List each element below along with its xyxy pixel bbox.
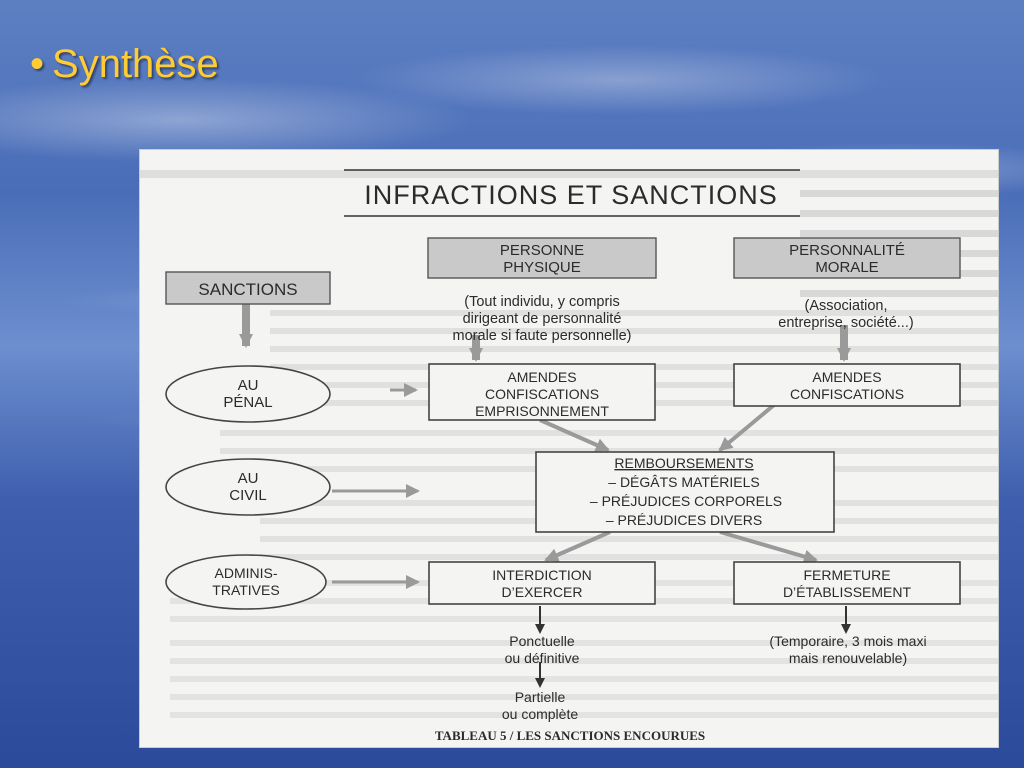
ponctuelle-line2: ou définitive bbox=[505, 650, 580, 666]
personne-physique-line2: PHYSIQUE bbox=[503, 259, 581, 276]
diagram-sheet: INFRACTIONS ET SANCTIONS SANCTIONS PERSO… bbox=[140, 150, 998, 747]
table-caption: TABLEAU 5 / LES SANCTIONS ENCOURUES bbox=[435, 728, 705, 743]
fermeture-line1: FERMETURE bbox=[803, 567, 890, 583]
au-civil-ellipse bbox=[165, 458, 331, 516]
gray-arrows bbox=[239, 304, 851, 589]
au-penal-line1: AU bbox=[238, 377, 259, 394]
partielle-line1: Partielle bbox=[515, 689, 566, 705]
temporaire-line2: mais renouvelable) bbox=[789, 650, 907, 666]
sanctions-label: SANCTIONS bbox=[198, 280, 297, 299]
administratives-line2: TRATIVES bbox=[212, 582, 279, 598]
amendes-physique-line3: EMPRISONNEMENT bbox=[475, 403, 609, 419]
amendes-physique-line1: AMENDES bbox=[507, 369, 576, 385]
partielle-line2: ou complète bbox=[502, 706, 578, 722]
au-civil-line2: CIVIL bbox=[229, 487, 267, 504]
temporaire-line1: (Temporaire, 3 mois maxi bbox=[769, 633, 926, 649]
sanctions-diagram: INFRACTIONS ET SANCTIONS SANCTIONS PERSO… bbox=[140, 169, 998, 743]
interdiction-line2: D’EXERCER bbox=[502, 584, 583, 600]
note-physique-line3: morale si faute personnelle) bbox=[453, 328, 632, 344]
personne-physique-box bbox=[427, 237, 657, 279]
sanctions-box bbox=[165, 271, 331, 305]
interdiction-box bbox=[428, 561, 656, 605]
ponctuelle-line1: Ponctuelle bbox=[509, 633, 575, 649]
note-morale-line2: entreprise, société...) bbox=[778, 315, 913, 331]
fermeture-line2: D’ÉTABLISSEMENT bbox=[783, 584, 912, 600]
personnalite-morale-line2: MORALE bbox=[815, 259, 878, 276]
au-penal-ellipse bbox=[165, 365, 331, 423]
remboursements-box bbox=[535, 451, 835, 533]
fermeture-box bbox=[733, 561, 961, 605]
amendes-morale-box bbox=[733, 363, 961, 407]
au-civil-line1: AU bbox=[238, 470, 259, 487]
bullet-icon: • bbox=[30, 42, 45, 86]
slide-title-text: Synthèse bbox=[52, 42, 219, 86]
administratives-ellipse bbox=[165, 554, 327, 610]
personnalite-morale-box bbox=[733, 237, 961, 279]
note-physique-line2: dirigeant de personnalité bbox=[463, 311, 622, 327]
amendes-morale-line2: CONFISCATIONS bbox=[790, 386, 904, 402]
administratives-line1: ADMINIS- bbox=[215, 565, 278, 581]
au-penal-line2: PÉNAL bbox=[223, 394, 272, 411]
note-physique-line1: (Tout individu, y compris bbox=[464, 294, 620, 310]
remboursements-item-3: – PRÉJUDICES DIVERS bbox=[606, 512, 762, 528]
note-morale-line1: (Association, bbox=[804, 298, 887, 314]
amendes-morale-line1: AMENDES bbox=[812, 369, 881, 385]
remboursements-item-1: – DÉGÂTS MATÉRIELS bbox=[608, 474, 759, 490]
remboursements-item-2: – PRÉJUDICES CORPORELS bbox=[590, 493, 782, 509]
amendes-physique-box bbox=[428, 363, 656, 421]
amendes-physique-line2: CONFISCATIONS bbox=[485, 386, 599, 402]
personne-physique-line1: PERSONNE bbox=[500, 242, 584, 259]
personnalite-morale-line1: PERSONNALITÉ bbox=[789, 242, 905, 259]
slide-title: •Synthèse bbox=[30, 42, 219, 87]
remboursements-title: REMBOURSEMENTS bbox=[614, 455, 753, 471]
interdiction-line1: INTERDICTION bbox=[492, 567, 592, 583]
diagram-header: INFRACTIONS ET SANCTIONS bbox=[364, 180, 778, 210]
